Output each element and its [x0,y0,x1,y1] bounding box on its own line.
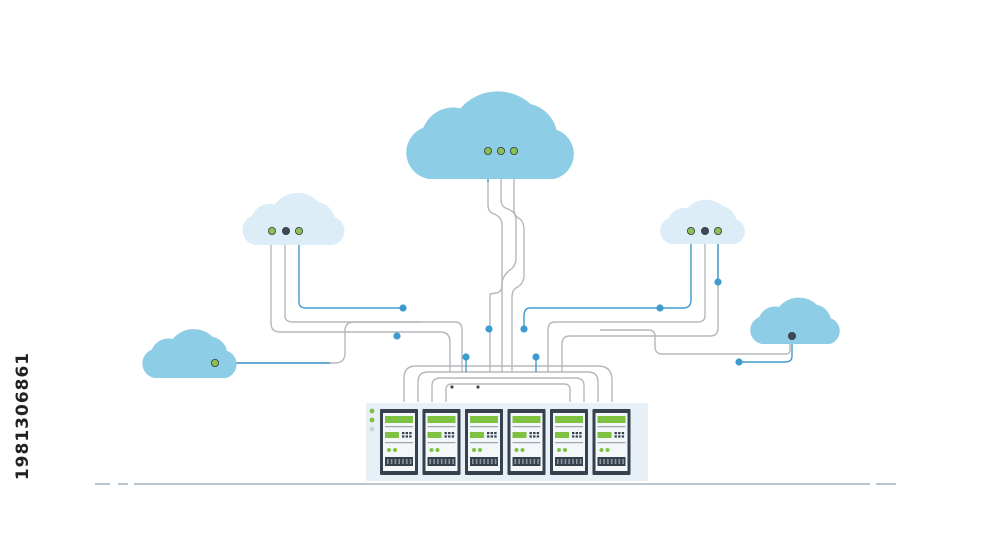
junction-dot [532,353,540,361]
unit-display [427,432,442,438]
cloud-shape [660,199,745,244]
unit-display [385,432,399,438]
rack-status-light [369,426,375,432]
unit-led-icon [520,448,525,452]
unit-display [512,432,527,438]
stock-id-watermark: 1981306861 [10,300,36,532]
rack-status-light [369,417,375,423]
port-dark-icon [281,226,290,235]
stock-id-text: 1981306861 [13,351,34,481]
cloud-shape [750,297,840,344]
rack-units [380,409,631,475]
unit-display [385,416,413,423]
server-unit [507,409,546,475]
cloud-top-center [406,91,574,179]
unit-display [470,416,498,423]
unit-led-icon [514,448,519,452]
junction-dot [476,385,480,389]
junction-dot [462,353,470,361]
unit-led-icon [605,448,610,452]
junction-dot [450,385,454,389]
junction-dots [393,278,743,389]
unit-display [597,432,612,438]
server-unit [380,409,418,475]
unit-led-icon [563,448,567,452]
junction-dot [485,325,493,333]
clouds [142,91,840,378]
unit-display [512,416,541,423]
unit-led-icon [435,448,440,452]
cloud-lower-right [750,297,840,344]
server-unit [465,409,503,475]
cloud-lower-left [142,329,237,378]
server-unit [592,409,631,475]
cloud-upper-left [242,192,345,245]
gray-cables [230,152,791,402]
unit-led-icon [387,448,391,452]
cloud-shape [242,192,345,245]
unit-display [555,432,569,438]
junction-dot [520,325,528,333]
port-green-icon [267,226,276,235]
cloud-upper-right [660,199,745,244]
unit-led-icon [393,448,397,452]
unit-display [470,432,484,438]
port-green-icon [687,226,696,235]
unit-led-icon [478,448,482,452]
unit-led-icon [599,448,604,452]
unit-led-icon [429,448,434,452]
cloud-shape [406,91,574,179]
port-green-icon [483,146,492,155]
server-unit [422,409,461,475]
port-green-icon [294,226,303,235]
cloud-shape [142,329,237,378]
junction-dot [656,304,664,312]
unit-display [597,416,626,423]
server-unit [550,409,588,475]
unit-display [427,416,456,423]
junction-dot [399,304,407,312]
port-green-icon [509,146,518,155]
server-rack [366,403,648,481]
port-green-icon [210,358,219,367]
port-dark-icon [788,331,797,340]
unit-led-icon [557,448,561,452]
rack-status-light [369,408,375,414]
junction-dot [393,332,401,340]
port-dark-icon [701,226,710,235]
junction-dot [735,358,743,366]
junction-dot [714,278,722,286]
unit-led-icon [472,448,476,452]
port-green-icon [714,226,723,235]
unit-display [555,416,583,423]
port-green-icon [496,146,505,155]
